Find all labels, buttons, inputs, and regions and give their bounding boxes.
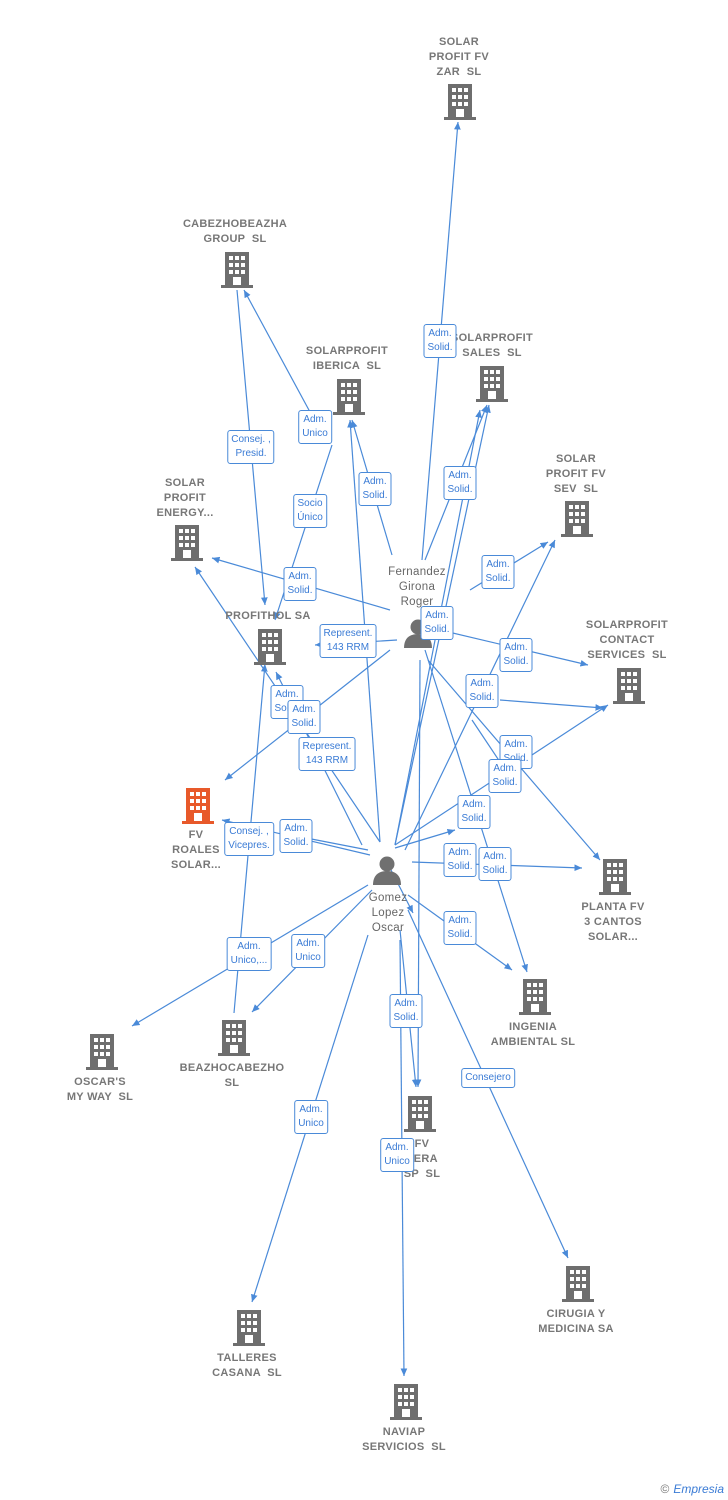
building-icon[interactable] bbox=[182, 788, 214, 824]
building-icon[interactable] bbox=[221, 252, 253, 288]
relation-edge bbox=[243, 289, 311, 413]
node-label-naviap[interactable]: NAVIAP SERVICIOS SL bbox=[362, 1426, 446, 1453]
edge-role-label: Adm. Unico,... bbox=[226, 937, 272, 971]
copyright-symbol: © bbox=[660, 1482, 670, 1496]
building-icon[interactable] bbox=[599, 859, 631, 895]
node-label-talleres[interactable]: TALLERES CASANA SL bbox=[212, 1352, 282, 1379]
edge-role-label: Adm. Solid. bbox=[478, 847, 512, 881]
edge-role-label: Adm. Solid. bbox=[457, 795, 491, 829]
building-icon[interactable] bbox=[561, 501, 593, 537]
nodes-layer bbox=[86, 84, 645, 1420]
brand-logo[interactable]: Empresia bbox=[673, 1482, 724, 1496]
node-label-solarprofit-iberica[interactable]: SOLARPROFIT IBERICA SL bbox=[305, 345, 389, 372]
edge-role-label: Adm. Unico bbox=[294, 1100, 328, 1134]
node-label-solar-profit-fv-sev[interactable]: SOLAR PROFIT FV SEV SL bbox=[545, 453, 607, 495]
node-label-oscars[interactable]: OSCAR'S MY WAY SL bbox=[66, 1076, 134, 1103]
edge-role-label: Represent. 143 RRM bbox=[319, 624, 377, 658]
node-label-fernandez[interactable]: Fernandez Girona Roger bbox=[388, 566, 446, 608]
edge-role-label: Adm. Unico bbox=[291, 934, 325, 968]
building-icon[interactable] bbox=[562, 1266, 594, 1302]
edges-layer bbox=[131, 121, 609, 1377]
edge-role-label: Adm. Unico bbox=[298, 410, 332, 444]
node-label-solarprofit-contact[interactable]: SOLARPROFIT CONTACT SERVICES SL bbox=[585, 619, 669, 661]
edge-role-label: Adm. Solid. bbox=[443, 466, 477, 500]
edge-role-label: Adm. Solid. bbox=[443, 911, 477, 945]
edge-role-label: Adm. Solid. bbox=[488, 759, 522, 793]
building-icon[interactable] bbox=[613, 668, 645, 704]
edge-role-label: Adm. Solid. bbox=[443, 843, 477, 877]
edge-role-label: Adm. Solid. bbox=[358, 472, 392, 506]
building-icon[interactable] bbox=[404, 1096, 436, 1132]
building-icon[interactable] bbox=[390, 1384, 422, 1420]
building-icon[interactable] bbox=[218, 1020, 250, 1056]
node-label-fv-roales[interactable]: FV ROALES SOLAR... bbox=[170, 829, 222, 871]
edge-role-label: Adm. Solid. bbox=[499, 638, 533, 672]
edge-role-label: Adm. Solid. bbox=[287, 700, 321, 734]
building-icon[interactable] bbox=[476, 366, 508, 402]
building-icon[interactable] bbox=[233, 1310, 265, 1346]
building-icon[interactable] bbox=[444, 84, 476, 120]
edge-role-label: Adm. Solid. bbox=[283, 567, 317, 601]
relation-edge bbox=[394, 828, 456, 849]
node-label-planta-fv[interactable]: PLANTA FV 3 CANTOS SOLAR... bbox=[581, 901, 645, 943]
edge-role-label: Adm. Solid. bbox=[389, 994, 423, 1028]
node-label-gomez[interactable]: Gomez Lopez Oscar bbox=[368, 892, 408, 934]
building-icon[interactable] bbox=[254, 629, 286, 665]
building-icon[interactable] bbox=[333, 379, 365, 415]
relation-edge bbox=[499, 699, 604, 711]
edge-role-label: Consejero bbox=[461, 1068, 515, 1088]
person-icon[interactable] bbox=[373, 856, 401, 886]
edge-role-label: Adm. Solid. bbox=[423, 324, 457, 358]
node-label-beazhocabezho[interactable]: BEAZHOCABEZHO SL bbox=[179, 1062, 285, 1089]
edge-role-label: Adm. Solid. bbox=[279, 819, 313, 853]
building-icon[interactable] bbox=[86, 1034, 118, 1070]
edge-role-label: Socio Único bbox=[293, 494, 327, 528]
building-icon[interactable] bbox=[171, 525, 203, 561]
edge-role-label: Represent. 143 RRM bbox=[298, 737, 356, 771]
node-label-cabezhobeazha[interactable]: CABEZHOBEAZHA GROUP SL bbox=[182, 218, 288, 245]
node-label-solar-profit-fv-zar[interactable]: SOLAR PROFIT FV ZAR SL bbox=[428, 36, 490, 78]
edge-role-label: Consej. , Vicepres. bbox=[224, 822, 274, 856]
footer: ©Empresia bbox=[660, 1482, 724, 1496]
edge-role-label: Consej. , Presid. bbox=[227, 430, 275, 464]
building-icon[interactable] bbox=[519, 979, 551, 1015]
edge-role-label: Adm. Solid. bbox=[481, 555, 515, 589]
node-label-solarprofit-sales[interactable]: SOLARPROFIT SALES SL bbox=[450, 332, 534, 359]
node-label-ingenia[interactable]: INGENIA AMBIENTAL SL bbox=[490, 1021, 576, 1048]
node-label-cirugia[interactable]: CIRUGIA Y MEDICINA SA bbox=[538, 1308, 614, 1335]
node-label-profithol[interactable]: PROFITHOL SA bbox=[225, 610, 311, 622]
node-label-solar-profit-energy[interactable]: SOLAR PROFIT ENERGY... bbox=[156, 477, 214, 519]
edge-role-label: Adm. Unico bbox=[380, 1138, 414, 1172]
edge-role-label: Adm. Solid. bbox=[465, 674, 499, 708]
edge-role-label: Adm. Solid. bbox=[420, 606, 454, 640]
